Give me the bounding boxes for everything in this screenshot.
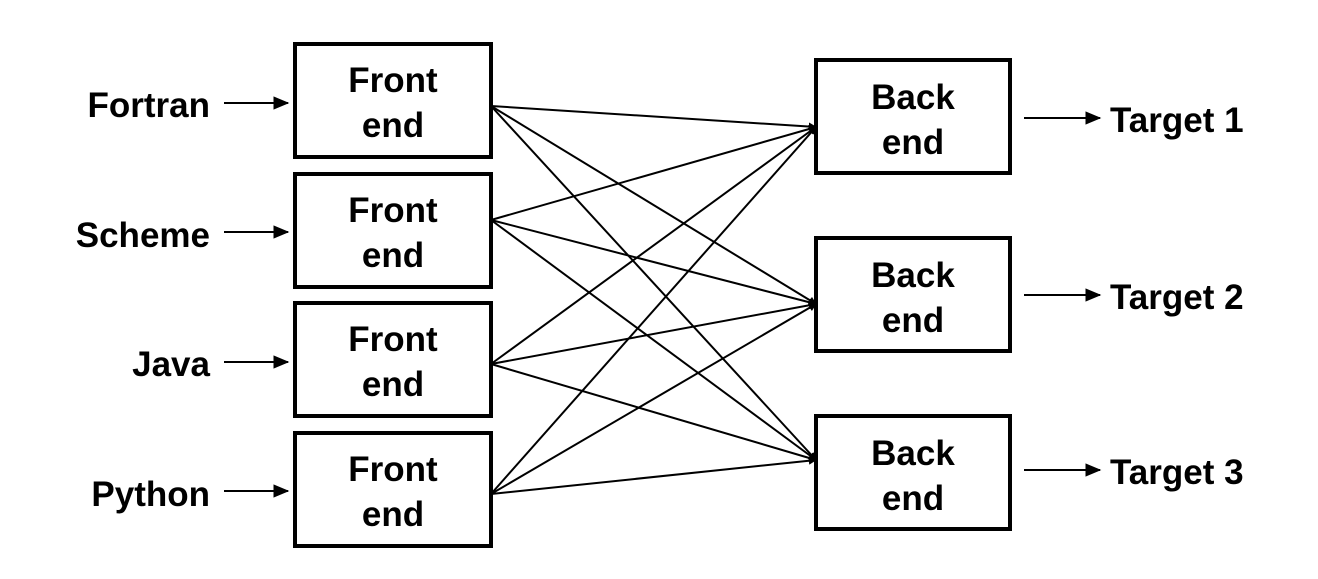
- connector-front-2-to-back-2: [490, 219, 817, 307]
- target-label-2: Target 2: [1110, 278, 1244, 317]
- back-end-label-line2: end: [882, 479, 944, 518]
- back-end-box-frame: [814, 236, 1012, 353]
- connector-front-4-to-back-3: [490, 456, 817, 495]
- front-end-label-line2: end: [362, 106, 424, 145]
- connector-front-3-to-back-3: [490, 363, 817, 462]
- connector-front-2-to-back-1: [490, 125, 817, 221]
- back-end-box-frame: [814, 58, 1012, 175]
- connector-front-3-to-back-2: [490, 301, 817, 365]
- language-label-python: Python: [91, 475, 210, 514]
- language-label-scheme: Scheme: [76, 216, 210, 255]
- language-label-fortran: Fortran: [88, 86, 211, 125]
- front-end-box-2: Front end: [293, 172, 493, 289]
- front-end-box-frame: [293, 431, 493, 548]
- connector-front-1-to-back-2: [490, 105, 817, 305]
- target-label-3: Target 3: [1110, 453, 1244, 492]
- target-outputs: Target 1 Target 2 Target 3: [1024, 101, 1244, 492]
- front-end-label-line2: end: [362, 236, 424, 275]
- back-end-label-line1: Back: [871, 78, 955, 117]
- back-end-box-3: Back end: [814, 414, 1012, 531]
- front-end-label-line1: Front: [348, 61, 438, 100]
- connector-front-2-to-back-3: [490, 219, 817, 461]
- language-inputs: Fortran Scheme Java Python: [76, 86, 290, 514]
- front-end-box-4: Front end: [293, 431, 493, 548]
- connector-front-1-to-back-1: [490, 105, 817, 131]
- connector-front-1-to-back-3: [490, 105, 817, 461]
- front-end-label-line2: end: [362, 495, 424, 534]
- back-ends: Back end Back end Back end: [814, 58, 1012, 531]
- back-end-label-line2: end: [882, 301, 944, 340]
- back-end-label-line1: Back: [871, 434, 955, 473]
- front-end-box-frame: [293, 172, 493, 289]
- language-label-java: Java: [132, 345, 210, 384]
- front-to-back-connectors: [490, 105, 817, 495]
- connector-front-4-to-back-1: [490, 126, 817, 495]
- front-end-label-line2: end: [362, 365, 424, 404]
- connector-front-3-to-back-1: [490, 126, 817, 365]
- target-label-1: Target 1: [1110, 101, 1244, 140]
- front-end-box-3: Front end: [293, 301, 493, 418]
- front-end-label-line1: Front: [348, 320, 438, 359]
- front-end-label-line1: Front: [348, 450, 438, 489]
- back-end-box-2: Back end: [814, 236, 1012, 353]
- front-ends: Front end Front end Front end Front end: [293, 42, 493, 548]
- back-end-box-frame: [814, 414, 1012, 531]
- front-end-box-1: Front end: [293, 42, 493, 159]
- back-end-box-1: Back end: [814, 58, 1012, 175]
- front-end-label-line1: Front: [348, 191, 438, 230]
- front-end-box-frame: [293, 42, 493, 159]
- connector-front-4-to-back-2: [490, 303, 817, 495]
- back-end-label-line2: end: [882, 123, 944, 162]
- back-end-label-line1: Back: [871, 256, 955, 295]
- front-end-box-frame: [293, 301, 493, 418]
